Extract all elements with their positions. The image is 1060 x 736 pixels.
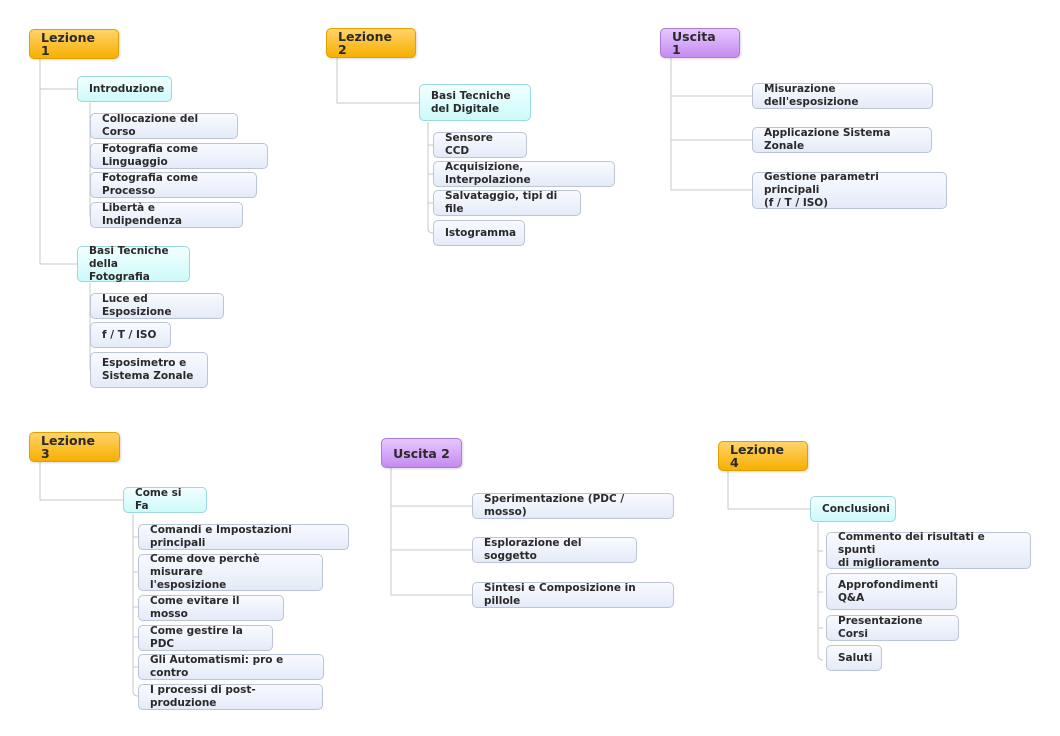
lezione-2-node[interactable]: Lezione 2 — [326, 28, 416, 58]
gestire-pdc-node[interactable]: Come gestire la PDC — [138, 625, 273, 651]
salvataggio-node[interactable]: Salvataggio, tipi di file — [433, 190, 581, 216]
esposimetro-node[interactable]: Esposimetro e Sistema Zonale — [90, 352, 208, 388]
saluti-node[interactable]: Saluti — [826, 645, 882, 671]
connector-conclusioni — [817, 523, 824, 661]
connector-come-si-fa — [132, 514, 139, 697]
uscita-1-node[interactable]: Uscita 1 — [660, 28, 740, 58]
f-t-iso-node[interactable]: f / T / ISO — [90, 322, 171, 348]
gestione-parametri-node[interactable]: Gestione parametri principali (f / T / I… — [752, 171, 947, 209]
evitare-mosso-node[interactable]: Come evitare il mosso — [138, 595, 284, 621]
connector-lezione1 — [39, 58, 77, 265]
approfondimenti-node[interactable]: Approfondimenti Q&A — [826, 573, 957, 610]
fotografia-linguaggio-node[interactable]: Fotografia come Linguaggio — [90, 143, 268, 169]
fotografia-processo-node[interactable]: Fotografia come Processo — [90, 172, 257, 198]
luce-esposizione-node[interactable]: Luce ed Esposizione — [90, 293, 224, 319]
sperimentazione-node[interactable]: Sperimentazione (PDC / mosso) — [472, 493, 674, 519]
istogramma-node[interactable]: Istogramma — [433, 220, 525, 246]
commento-risultati-node[interactable]: Commento dei risultati e spunti di migli… — [826, 531, 1031, 569]
introduzione-node[interactable]: Introduzione — [77, 76, 172, 102]
presentazione-corsi-node[interactable]: Presentazione Corsi — [826, 615, 959, 641]
connector-uscita2 — [390, 467, 472, 596]
uscita-2-node[interactable]: Uscita 2 — [381, 438, 462, 468]
basi-digitale-node[interactable]: Basi Tecniche del Digitale — [419, 84, 531, 121]
connector-lezione2 — [336, 58, 419, 104]
connector-lezione3 — [39, 462, 123, 501]
post-produzione-node[interactable]: I processi di post-produzione — [138, 684, 323, 710]
lezione-3-node[interactable]: Lezione 3 — [29, 432, 120, 462]
automatismi-node[interactable]: Gli Automatismi: pro e contro — [138, 654, 324, 680]
acquisizione-node[interactable]: Acquisizione, Interpolazione — [433, 161, 615, 187]
esplorazione-soggetto-node[interactable]: Esplorazione del soggetto — [472, 537, 637, 563]
come-si-fa-node[interactable]: Come si Fa — [123, 487, 207, 513]
lezione-4-node[interactable]: Lezione 4 — [718, 441, 808, 471]
connector-basi-digitale — [427, 122, 434, 234]
applicazione-sistema-zonale-node[interactable]: Applicazione Sistema Zonale — [752, 127, 932, 153]
sintesi-composizione-node[interactable]: Sintesi e Composizione in pillole — [472, 582, 674, 608]
liberta-indipendenza-node[interactable]: Libertà e Indipendenza — [90, 202, 243, 228]
connector-lezione4 — [727, 471, 810, 510]
come-dove-perche-node[interactable]: Come dove perchè misurare l'esposizione — [138, 553, 323, 591]
collocazione-corso-node[interactable]: Collocazione del Corso — [90, 113, 238, 139]
comandi-impostazioni-node[interactable]: Comandi e Impostazioni principali — [138, 524, 349, 550]
basi-fotografia-node[interactable]: Basi Tecniche della Fotografia — [77, 245, 190, 283]
sensore-ccd-node[interactable]: Sensore CCD — [433, 132, 527, 158]
lezione-1-node[interactable]: Lezione 1 — [29, 29, 119, 59]
misurazione-esposizione-node[interactable]: Misurazione dell'esposizione — [752, 83, 933, 109]
conclusioni-node[interactable]: Conclusioni — [810, 496, 896, 522]
connector-uscita1 — [670, 58, 752, 191]
